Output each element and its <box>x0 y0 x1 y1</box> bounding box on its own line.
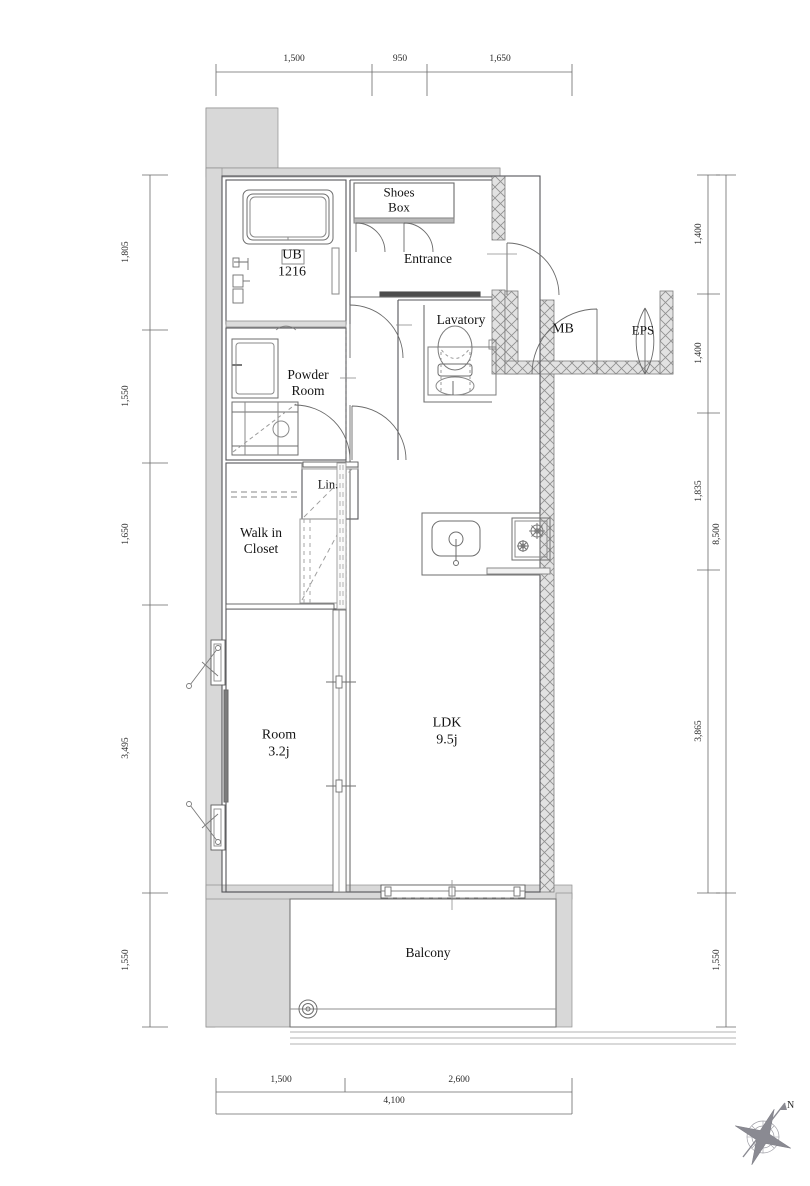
dim-right-4: 3,865 <box>694 720 704 742</box>
room-label-eps: EPS <box>631 322 655 338</box>
dim-left-2: 1,550 <box>121 385 131 407</box>
room-label-ub: UB 1216 <box>278 247 306 280</box>
room-label-mb: MB <box>552 321 574 337</box>
dim-right-total: 8,500 <box>712 523 722 545</box>
window-left-upper[interactable] <box>186 639 226 689</box>
compass-rose-icon <box>735 1102 791 1165</box>
dim-right-3: 1,835 <box>694 480 704 502</box>
gas-stove-fixture <box>486 517 551 575</box>
sliding-door-hall[interactable] <box>336 462 347 610</box>
room-label-room: Room 3.2j <box>261 727 297 759</box>
balcony-sliding-door[interactable] <box>380 880 526 910</box>
balcony-drain <box>298 999 318 1019</box>
dim-top-1: 1,500 <box>283 54 305 64</box>
room-label-walk-in-closet: Walk in Closet <box>239 525 283 556</box>
kitchen-counter <box>421 512 541 576</box>
dim-left-5: 1,550 <box>121 949 131 971</box>
dim-left-4: 3,495 <box>121 737 131 759</box>
room-label-balcony: Balcony <box>405 945 451 961</box>
dim-left-1: 1,805 <box>121 241 131 263</box>
room-label-shoes-box: Shoes Box <box>383 184 415 215</box>
room-label-powder-room: Powder Room <box>287 367 329 398</box>
bathtub-fixture <box>242 189 340 295</box>
dim-right-1: 1,400 <box>694 223 704 245</box>
window-left-lower[interactable] <box>186 801 226 851</box>
dim-bottom-total: 4,100 <box>383 1096 405 1106</box>
dimension-line-left <box>142 174 168 1028</box>
sliding-partition-room-ldk[interactable] <box>326 609 356 893</box>
dim-top-3: 1,650 <box>489 54 511 64</box>
room-label-linen: Lin. <box>317 477 339 492</box>
dim-bottom-1: 1,500 <box>270 1075 292 1085</box>
dimension-line-right <box>697 174 736 1028</box>
room-label-ub-line2: 1216 <box>278 264 306 279</box>
misc-detail-lines <box>225 253 517 379</box>
door-leaves <box>225 461 359 610</box>
vanity-sink-fixture <box>231 401 299 456</box>
room-label-entrance: Entrance <box>404 251 452 267</box>
wall-panel-left-middle <box>223 689 229 803</box>
kitchen-sink-fixture <box>431 520 481 566</box>
room-label-ub-line1: UB <box>282 247 302 263</box>
dim-right-2: 1,400 <box>694 342 704 364</box>
room-label-ldk: LDK 9.5j <box>432 715 462 747</box>
toilet-fixture <box>427 325 497 396</box>
washing-machine-fixture <box>231 338 279 399</box>
compass-north-label: N <box>787 1100 795 1111</box>
room-label-lavatory: Lavatory <box>436 312 486 328</box>
dimension-line-top <box>215 64 573 96</box>
dim-right-balcony: 1,550 <box>712 949 722 971</box>
balcony-outline <box>289 898 736 1045</box>
door-swings <box>294 222 655 461</box>
dim-left-3: 1,650 <box>121 523 131 545</box>
shower-mixer-fixture <box>232 257 250 304</box>
dim-top-2: 950 <box>392 54 408 64</box>
structural-hatched-walls <box>491 175 674 893</box>
dim-bottom-2: 2,600 <box>448 1075 470 1085</box>
dimension-line-bottom <box>215 1078 573 1115</box>
